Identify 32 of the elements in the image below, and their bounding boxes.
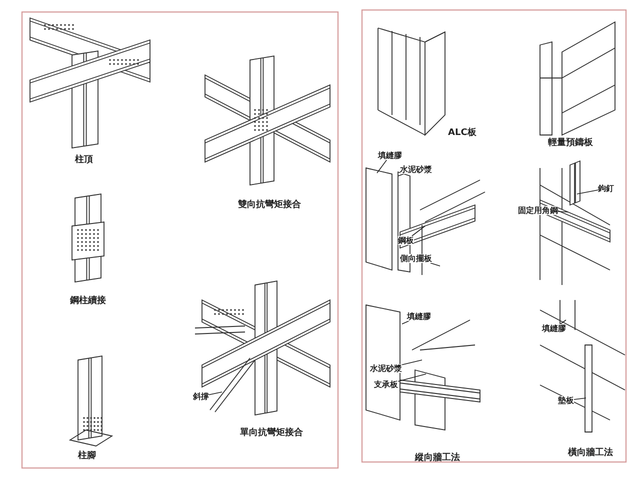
callout-label: 填縫膠	[407, 312, 431, 321]
leader-line	[560, 320, 566, 324]
caption: 鋼柱續接	[70, 296, 106, 306]
leader-line	[376, 160, 388, 174]
caption: 柱頂	[75, 155, 93, 165]
leader-line	[412, 226, 426, 236]
leader-line	[574, 398, 586, 400]
leader-line	[402, 320, 410, 324]
caption: 雙向抗彎矩接合	[238, 200, 301, 210]
caption: 縱向牆工法	[415, 453, 460, 463]
leader-line	[430, 262, 440, 266]
leader-line	[576, 190, 598, 194]
leader-line	[208, 392, 222, 396]
callout-label: 斜撐	[193, 392, 209, 401]
callout-label: 墊板	[558, 396, 574, 405]
callout-label: 填縫膠	[542, 324, 566, 333]
caption: ALC板	[448, 128, 476, 138]
callout-label: 側向擺板	[400, 254, 432, 263]
leader-line	[398, 374, 426, 382]
caption: 橫向牆工法	[568, 448, 613, 458]
callout-label: 鉤釘	[598, 184, 614, 193]
leader-line	[558, 211, 568, 212]
callout-label: 固定用角鋼	[518, 206, 558, 215]
callout-label: 填縫膠	[378, 151, 402, 160]
callout-label: 水泥砂漿	[370, 364, 402, 373]
caption: 柱腳	[78, 451, 96, 461]
callout-label: 水泥砂漿	[400, 165, 432, 174]
callout-label: 支承板	[374, 380, 398, 389]
caption: 輕量預鑄板	[548, 138, 593, 148]
callout-label: 鋼板	[398, 236, 414, 245]
leader-line	[402, 360, 422, 366]
caption: 單向抗彎矩接合	[240, 428, 303, 438]
